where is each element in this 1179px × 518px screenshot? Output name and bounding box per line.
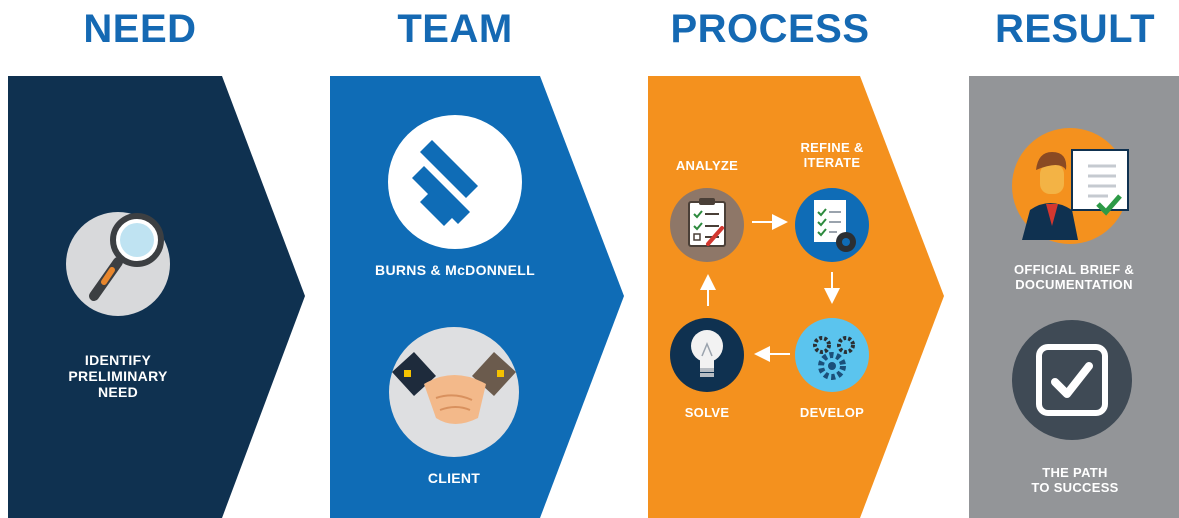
handshake-icon [389,327,519,457]
need-label: IDENTIFY PRELIMINARY NEED [68,352,168,400]
process-cycle-arrows [700,214,840,362]
heading-result: RESULT [994,7,1156,51]
checkbox-icon [1012,320,1132,440]
result-brief-label: OFFICIAL BRIEF & DOCUMENTATION [1013,262,1135,292]
process-solve-label: SOLVE [684,405,730,420]
document-gear-icon [795,188,869,262]
magnifying-glass-icon [66,212,170,316]
presenter-icon [1012,128,1129,244]
result-path-label: THE PATH TO SUCCESS [1031,465,1119,495]
gears-icon [795,318,869,392]
team-company-label: BURNS & McDONNELL [375,262,535,278]
process-analyze-label: ANALYZE [675,158,739,173]
burns-mcdonnell-logo-icon [388,115,522,249]
team-client-label: CLIENT [427,470,481,486]
heading-process: PROCESS [670,7,870,51]
heading-need: NEED [83,7,197,51]
clipboard-checklist-icon [670,188,744,262]
lightbulb-icon [670,318,744,392]
process-refine-label: REFINE & ITERATE [800,140,864,170]
heading-team: TEAM [397,7,513,51]
process-panel [648,76,944,518]
process-develop-label: DEVELOP [799,405,865,420]
